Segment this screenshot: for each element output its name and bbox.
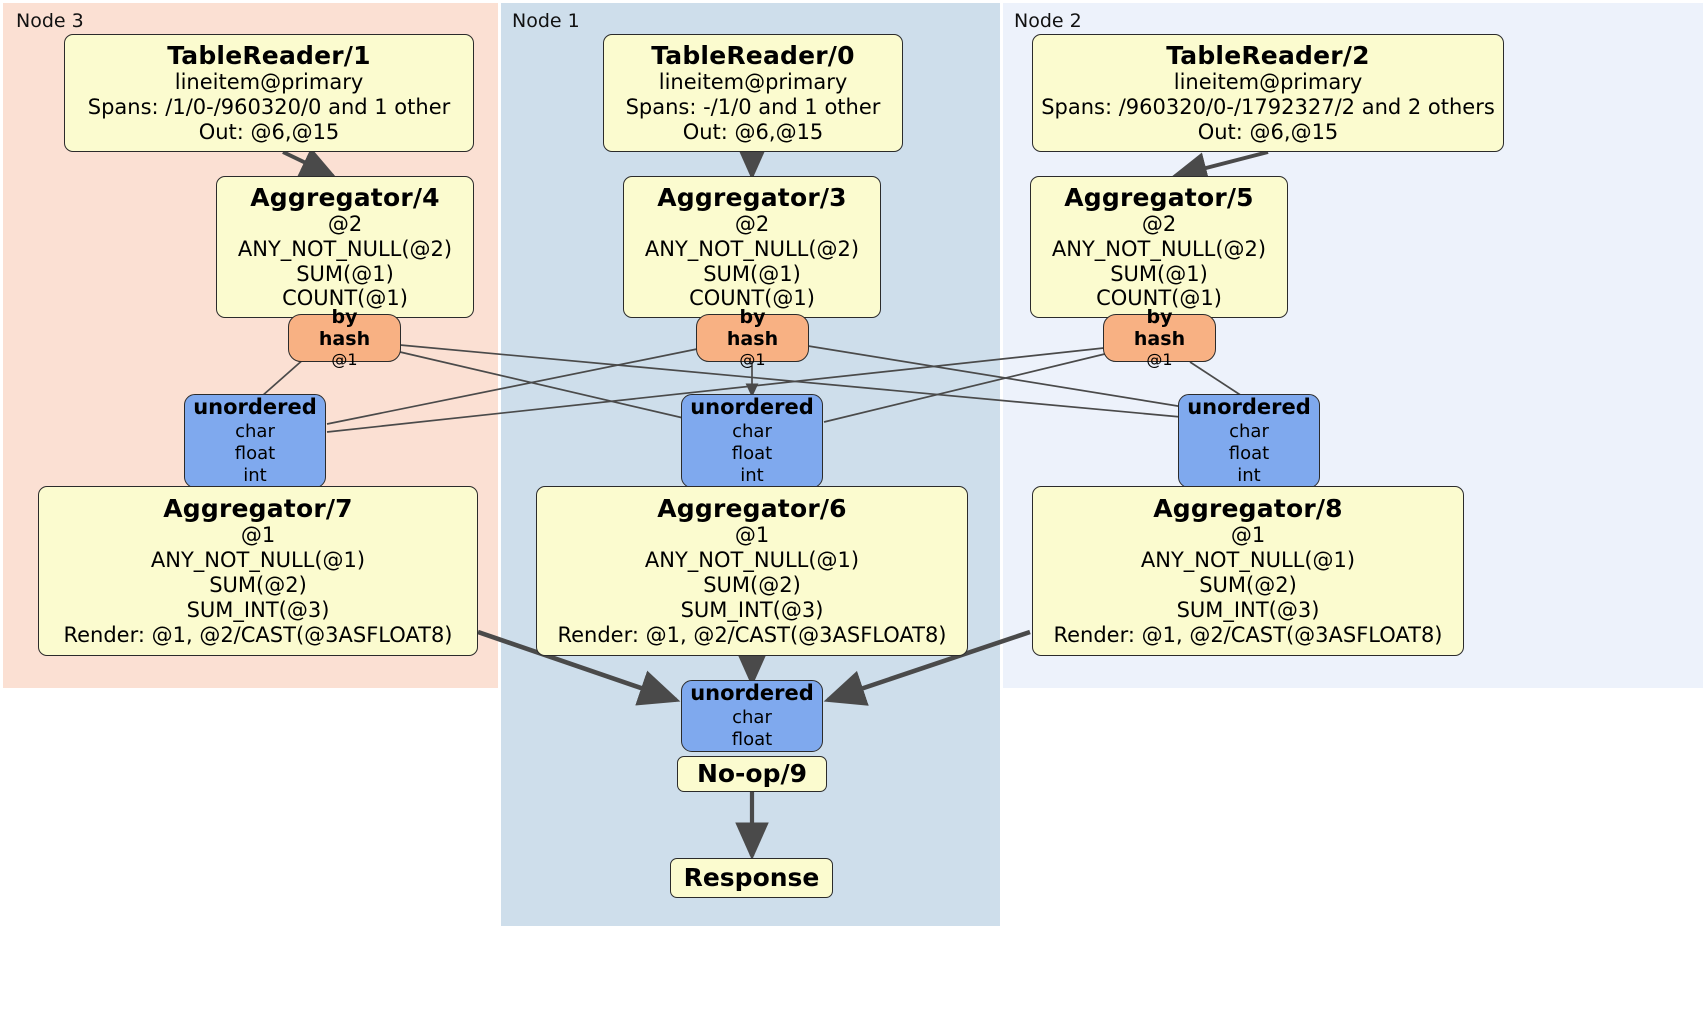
processor-table-reader-1[interactable]: TableReader/1 lineitem@primary Spans: /1… — [64, 34, 474, 152]
router-line: float — [731, 442, 773, 464]
processor-line: Out: @6,@15 — [198, 119, 340, 144]
processor-line: SUM(@2) — [209, 573, 307, 597]
processor-aggregator-8[interactable]: Aggregator/8 @1 ANY_NOT_NULL(@1) SUM(@2)… — [1032, 486, 1464, 656]
router-line: char — [732, 706, 772, 728]
processor-line: SUM(@1) — [296, 261, 394, 286]
processor-title: Aggregator/3 — [657, 182, 847, 212]
processor-line: @1 — [1230, 523, 1266, 548]
router-line: char — [235, 420, 275, 442]
router-line: int — [1237, 464, 1261, 486]
processor-line: COUNT(@1) — [689, 286, 815, 311]
processor-title: TableReader/1 — [167, 41, 371, 71]
processor-line: lineitem@primary — [658, 70, 848, 95]
processor-line: @2 — [1141, 211, 1177, 236]
processor-response[interactable]: Response — [670, 858, 833, 898]
router-title: unordered — [690, 681, 814, 706]
processor-line: SUM(@1) — [703, 261, 801, 286]
router-by-hash-right[interactable]: by hash @1 — [1103, 306, 1216, 369]
processor-line: Spans: /960320/0-/1792327/2 and 2 others — [1041, 95, 1495, 119]
processor-line: SUM(@2) — [703, 573, 801, 597]
processor-aggregator-7[interactable]: Aggregator/7 @1 ANY_NOT_NULL(@1) SUM(@2)… — [38, 486, 478, 656]
router-line: int — [740, 464, 764, 486]
processor-line: Render: @1, @2/CAST(@3ASFLOAT8) — [557, 622, 947, 647]
router-title: unordered — [1187, 395, 1311, 420]
processor-title: Aggregator/8 — [1153, 494, 1343, 524]
processor-title: Aggregator/4 — [250, 182, 440, 212]
processor-line: SUM(@1) — [1110, 261, 1208, 286]
router-by-hash-mid[interactable]: by hash @1 — [696, 306, 809, 369]
processor-line: Out: @6,@15 — [1197, 119, 1339, 144]
processor-title: Aggregator/6 — [657, 494, 847, 524]
processor-line: Render: @1, @2/CAST(@3ASFLOAT8) — [63, 622, 453, 647]
processor-title: Aggregator/7 — [163, 494, 353, 524]
processor-title: No-op/9 — [696, 759, 808, 789]
router-title: by hash — [1133, 305, 1186, 350]
processor-line: ANY_NOT_NULL(@1) — [150, 548, 366, 573]
processor-line: Spans: /1/0-/960320/0 and 1 other — [87, 95, 451, 119]
router-line: float — [731, 728, 773, 750]
processor-title: TableReader/2 — [1166, 41, 1370, 71]
processor-aggregator-4[interactable]: Aggregator/4 @2 ANY_NOT_NULL(@2) SUM(@1)… — [216, 176, 474, 318]
router-title: by hash — [726, 305, 779, 350]
processor-line: ANY_NOT_NULL(@2) — [237, 236, 453, 261]
processor-line: ANY_NOT_NULL(@2) — [644, 236, 860, 261]
processor-line: Spans: -/1/0 and 1 other — [625, 95, 881, 119]
node-label-node1: Node 1 — [512, 10, 580, 32]
node-label-node3: Node 3 — [16, 10, 84, 32]
processor-line: SUM_INT(@3) — [186, 597, 330, 622]
processor-title: Response — [683, 863, 820, 893]
processor-line: Render: @1, @2/CAST(@3ASFLOAT8) — [1053, 622, 1443, 647]
processor-line: COUNT(@1) — [282, 286, 408, 311]
processor-line: @2 — [327, 211, 363, 236]
router-line: int — [243, 464, 267, 486]
router-title: unordered — [193, 395, 317, 420]
processor-noop-9[interactable]: No-op/9 — [677, 756, 827, 792]
processor-table-reader-0[interactable]: TableReader/0 lineitem@primary Spans: -/… — [603, 34, 903, 152]
router-by-hash-left[interactable]: by hash @1 — [288, 306, 401, 369]
processor-line: Out: @6,@15 — [682, 119, 824, 144]
processor-aggregator-5[interactable]: Aggregator/5 @2 ANY_NOT_NULL(@2) SUM(@1)… — [1030, 176, 1288, 318]
processor-title: Aggregator/5 — [1064, 182, 1254, 212]
processor-line: @1 — [734, 523, 770, 548]
processor-line: @1 — [240, 523, 276, 548]
router-title: unordered — [690, 395, 814, 420]
processor-line: ANY_NOT_NULL(@2) — [1051, 236, 1267, 261]
processor-line: lineitem@primary — [1173, 70, 1363, 95]
processor-line: COUNT(@1) — [1096, 286, 1222, 311]
processor-line: SUM(@2) — [1199, 573, 1297, 597]
processor-line: @2 — [734, 211, 770, 236]
processor-line: SUM_INT(@3) — [680, 597, 824, 622]
router-line: float — [1228, 442, 1270, 464]
router-line: @1 — [739, 349, 766, 369]
router-line: char — [1229, 420, 1269, 442]
router-unordered-mid[interactable]: unordered char float int — [681, 394, 823, 488]
router-line: @1 — [1146, 349, 1173, 369]
node-label-node2: Node 2 — [1014, 10, 1082, 32]
processor-line: ANY_NOT_NULL(@1) — [1140, 548, 1356, 573]
processor-line: ANY_NOT_NULL(@1) — [644, 548, 860, 573]
router-title: by hash — [318, 305, 371, 350]
processor-aggregator-3[interactable]: Aggregator/3 @2 ANY_NOT_NULL(@2) SUM(@1)… — [623, 176, 881, 318]
processor-line: lineitem@primary — [174, 70, 364, 95]
router-unordered-left[interactable]: unordered char float int — [184, 394, 326, 488]
processor-line: SUM_INT(@3) — [1176, 597, 1320, 622]
router-line: float — [234, 442, 276, 464]
router-line: char — [732, 420, 772, 442]
router-line: @1 — [331, 349, 358, 369]
processor-title: TableReader/0 — [651, 41, 855, 71]
processor-table-reader-2[interactable]: TableReader/2 lineitem@primary Spans: /9… — [1032, 34, 1504, 152]
router-unordered-final[interactable]: unordered char float — [681, 680, 823, 752]
processor-aggregator-6[interactable]: Aggregator/6 @1 ANY_NOT_NULL(@1) SUM(@2)… — [536, 486, 968, 656]
router-unordered-right[interactable]: unordered char float int — [1178, 394, 1320, 488]
